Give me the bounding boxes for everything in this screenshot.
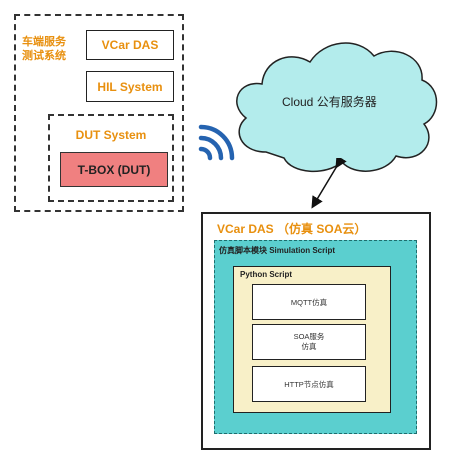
- vcar-das-soa-cloud-title: VCar DAS （仿真 SOA云）: [217, 222, 367, 236]
- soa-service-simulation-box: SOA服务 仿真: [252, 324, 366, 360]
- vehicle-test-system-label-line1: 车端服务: [22, 36, 66, 48]
- hil-system-box: HIL System: [86, 71, 174, 102]
- simulation-script-label: 仿真脚本模块 Simulation Script: [219, 246, 336, 255]
- http-node-simulation-label: HTTP节点仿真: [284, 379, 334, 389]
- soa-simulation-label: 仿真: [301, 342, 317, 351]
- vehicle-test-system-label-line2: 测试系统: [22, 50, 66, 62]
- mqtt-simulation-label: MQTT仿真: [290, 297, 328, 307]
- vcar-das-box: VCar DAS: [86, 30, 174, 60]
- tbox-label: T-BOX (DUT): [77, 162, 151, 177]
- wifi-signal-icon: [198, 124, 235, 161]
- hil-system-label: HIL System: [97, 79, 163, 94]
- mqtt-simulation-box: MQTT仿真: [252, 284, 366, 320]
- tbox-box: T-BOX (DUT): [60, 152, 168, 187]
- double-arrow-icon: [311, 158, 347, 209]
- python-script-label: Python Script: [240, 270, 293, 279]
- vehicle-test-system-label: 车端服务 测试系统: [22, 35, 66, 63]
- http-node-simulation-box: HTTP节点仿真: [252, 366, 366, 402]
- cloud-label: Cloud 公有服务器: [282, 95, 377, 109]
- vcar-das-label: VCar DAS: [101, 38, 159, 52]
- vehicle-test-system-group: [14, 14, 184, 212]
- soa-service-label: SOA服务: [293, 332, 325, 341]
- dut-system-group: [48, 114, 174, 202]
- dut-system-label: DUT System: [75, 128, 147, 142]
